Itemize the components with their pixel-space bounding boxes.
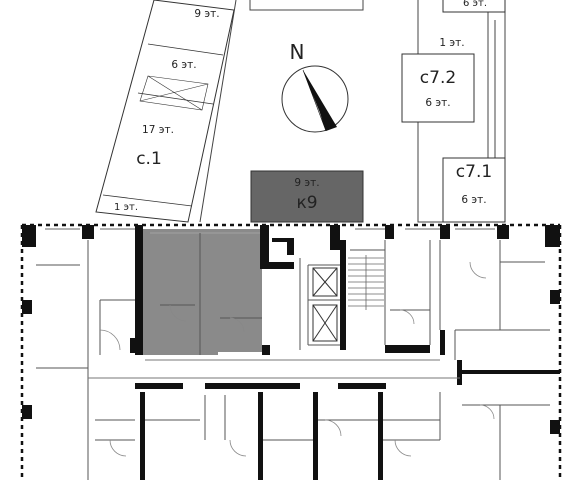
c7-2-floors: 6 эт. [425,97,450,109]
compass-needle-icon [303,70,337,131]
compass: N [281,40,349,133]
c7-2-annex-floors: 1 эт. [439,37,464,49]
floor-plan [20,223,562,480]
structural-walls [22,225,560,480]
k9-name: к9 [296,193,317,213]
building-c7-1[interactable]: с7.1 6 эт. [442,157,506,223]
corridor [88,359,460,379]
top-right-floors: 6 эт. [463,0,487,9]
partition-walls [36,233,550,480]
outer-perimeter [20,223,562,480]
c7-1-floors: 6 эт. [461,194,486,206]
building-c1-outline [95,0,235,223]
hatched-section [139,75,209,111]
staircase [348,255,384,310]
c1-floors-1: 9 эт. [194,8,219,20]
building-k9[interactable]: 9 эт. к9 [250,170,364,223]
facade-windows [45,228,495,234]
selected-apartment[interactable] [142,229,262,355]
elevator-shafts [312,267,338,342]
building-c1[interactable]: 9 эт. 6 эт. 17 эт. с.1 1 эт. [95,0,235,223]
door-swings [99,261,495,457]
building-c7-2-outline [401,53,475,123]
building-c7-2[interactable]: с7.2 6 эт. [401,53,475,123]
compass-north-label: N [290,40,305,64]
building-top-strip [249,0,364,11]
building-top-right: 6 эт. [442,0,506,13]
k9-floors: 9 эт. [294,177,319,189]
c7-2-name: с7.2 [420,68,456,88]
building-k9-outline [250,170,364,223]
c1-floors-3: 17 эт. [142,124,174,136]
c1-floors-4: 1 эт. [114,202,138,213]
site-boundary [199,0,237,223]
building-c7-1-outline [442,157,506,223]
c1-name: с.1 [136,149,162,169]
c1-floors-2: 6 эт. [171,59,196,71]
c7-1-name: с7.1 [456,162,492,182]
